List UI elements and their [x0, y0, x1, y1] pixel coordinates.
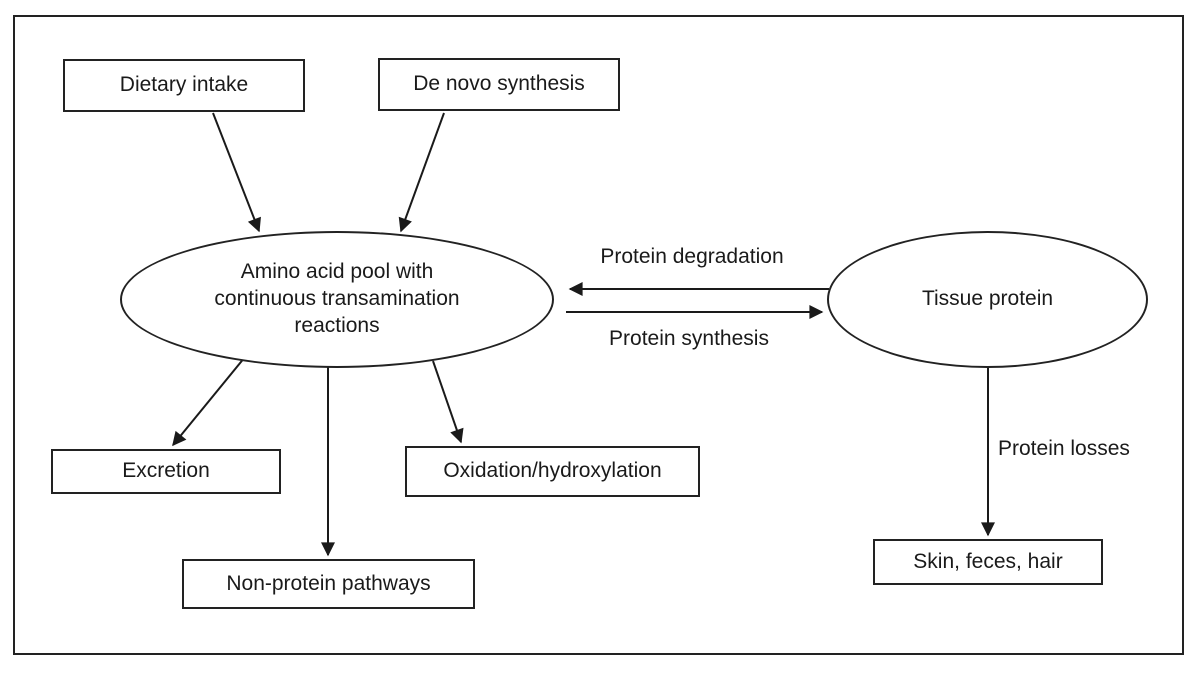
arrow-dietary-intake-to-pool	[212, 112, 261, 233]
node-tissue-protein-label: Tissue protein	[921, 287, 1054, 311]
node-de-novo-synthesis: De novo synthesis	[378, 58, 620, 111]
arrow-pool-to-oxidation	[432, 360, 464, 444]
node-dietary-intake: Dietary intake	[63, 59, 305, 112]
node-amino-acid-pool: Amino acid pool with continuous transami…	[120, 231, 554, 368]
node-amino-acid-pool-label: Amino acid pool with continuous transami…	[214, 260, 460, 337]
node-oxidation-hydroxylation-label: Oxidation/hydroxylation	[443, 459, 662, 483]
node-non-protein-pathways-label: Non-protein pathways	[226, 571, 431, 595]
edge-label-protein-synthesis: Protein synthesis	[609, 327, 769, 350]
arrow-de-novo-to-pool	[398, 112, 445, 233]
node-skin-feces-hair: Skin, feces, hair	[873, 539, 1103, 585]
node-excretion: Excretion	[51, 449, 281, 494]
node-tissue-protein: Tissue protein	[827, 231, 1148, 368]
edge-label-protein-losses: Protein losses	[998, 437, 1130, 460]
node-oxidation-hydroxylation: Oxidation/hydroxylation	[405, 446, 700, 497]
edge-label-protein-degradation: Protein degradation	[600, 245, 784, 268]
node-skin-feces-hair-label: Skin, feces, hair	[913, 549, 1063, 573]
node-de-novo-synthesis-label: De novo synthesis	[413, 72, 585, 96]
diagram-border	[13, 15, 1184, 655]
node-excretion-label: Excretion	[122, 459, 210, 483]
arrow-pool-to-excretion	[172, 356, 246, 447]
node-dietary-intake-label: Dietary intake	[119, 73, 249, 97]
node-non-protein-pathways: Non-protein pathways	[182, 559, 475, 609]
